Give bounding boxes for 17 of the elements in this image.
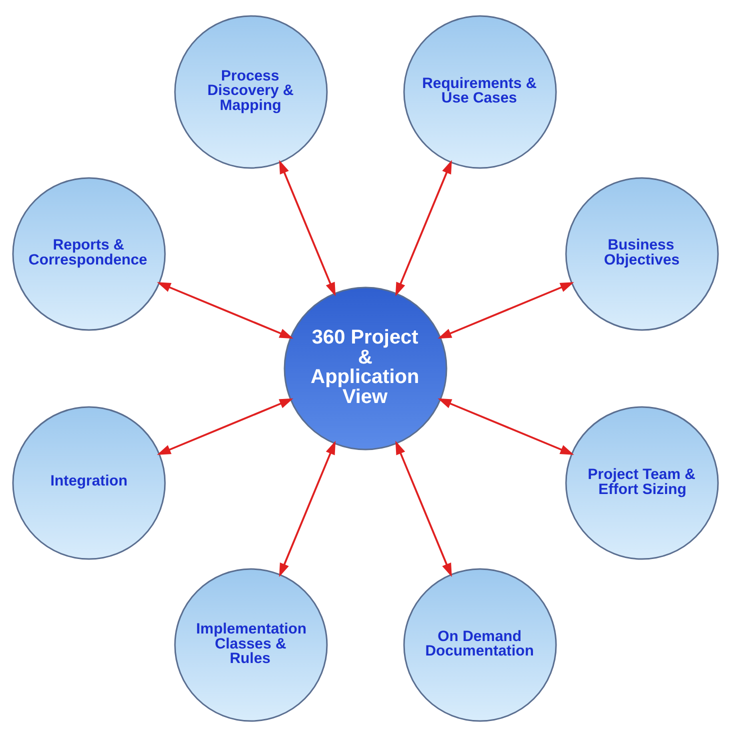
arrow — [438, 282, 574, 338]
arrow — [156, 282, 294, 338]
node-circle: Requirements & Use Cases — [403, 14, 557, 168]
arrow — [395, 440, 452, 577]
arrow — [395, 159, 452, 296]
node-circle: Reports & Correspondence — [12, 176, 166, 330]
arrow — [279, 440, 336, 577]
node-circle: Integration — [12, 406, 166, 560]
node-circle: Project Team & Effort Sizing — [565, 406, 719, 560]
arrow — [279, 159, 336, 296]
arrow — [438, 398, 574, 454]
node-circle: 360 Project & Application View — [284, 286, 448, 450]
node-circle: Process Discovery & Mapping — [174, 14, 328, 168]
node-circle: Implementation Classes & Rules — [174, 568, 328, 722]
node-circle: Business Objectives — [565, 176, 719, 330]
node-circle: On Demand Documentation — [403, 568, 557, 722]
arrow — [156, 398, 294, 454]
